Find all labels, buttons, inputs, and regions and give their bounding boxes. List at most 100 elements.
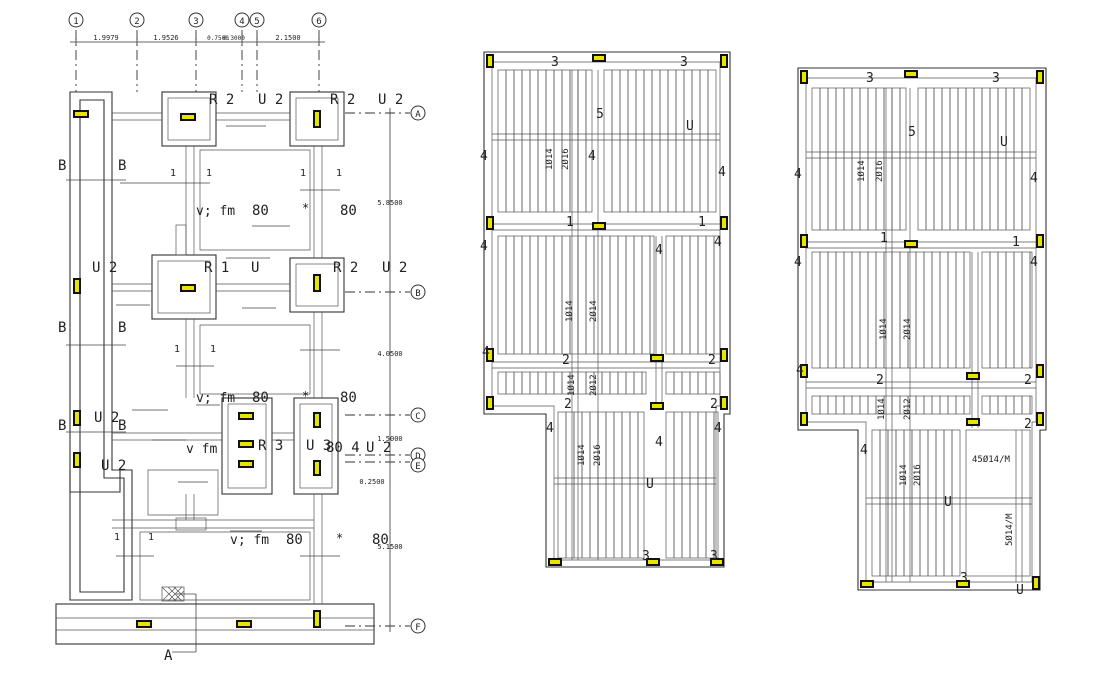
label-u2-c1: U 2 — [94, 410, 119, 426]
slab-plan-1: 3 3 5 4 4 4 U 1 1 4 4 4 2 2 4 2 2 4 4 4 … — [480, 51, 731, 568]
label-1-f: 1 — [210, 344, 216, 355]
slab1-label-1a: 1 — [566, 215, 574, 230]
slab1-columns — [486, 54, 728, 566]
drain-hatch — [161, 586, 185, 602]
slab2-label-2b: 2 — [1024, 373, 1032, 388]
label-vfm-1: v; fm — [196, 204, 235, 219]
slab1-label-3b: 3 — [680, 55, 688, 70]
slab-plan-2: 3 3 5 4 4 U 1 1 4 4 2 2 4 2 4 U U 3 1Ø14… — [794, 67, 1047, 598]
label-1-d: 1 — [336, 168, 342, 179]
label-r1-b3: R 1 — [204, 260, 229, 276]
grid-number-1: 1 — [73, 17, 78, 27]
ground-beam — [55, 603, 375, 645]
slab1-label-4g: 4 — [482, 345, 490, 360]
slab2-bar-m14: 5Ø14/M — [1004, 513, 1015, 546]
slab2-bar-d14-d: 1Ø14 — [898, 464, 909, 486]
grid-bubble-5: 5 — [249, 12, 265, 28]
slab2-label-3c: 3 — [960, 571, 968, 586]
dim-right-4: 0.2500 — [359, 478, 384, 486]
slab2-label-2c: 2 — [1024, 417, 1032, 432]
grid-number-5: 5 — [254, 17, 259, 27]
dim-top-4: 0.3000 — [223, 35, 245, 42]
grid-letter-b: B — [415, 289, 420, 299]
dim-top-5: 2.1500 — [275, 34, 300, 42]
footing-a3 — [161, 91, 217, 147]
slab1-bar-d12-c: 2Ø12 — [588, 374, 599, 396]
slab2-label-4c: 4 — [794, 255, 802, 270]
slab1-label-2d: 2 — [710, 397, 718, 412]
slab1-label-4b: 4 — [588, 149, 596, 164]
label-u3-c: U 3 — [306, 438, 331, 454]
slab2-label-1a: 1 — [880, 231, 888, 246]
label-b-1: B — [58, 158, 66, 174]
label-vfm-4: v; fm — [230, 533, 269, 548]
slab2-bar-d12-c: 2Ø12 — [902, 398, 913, 420]
grid-letter-d: D — [415, 452, 420, 462]
slab1-label-3c: 3 — [642, 549, 650, 564]
label-80-5: 80 — [372, 532, 389, 548]
slab2-label-u2: U — [944, 495, 952, 510]
dim-top-1: 1.9979 — [93, 34, 118, 42]
grid-bubble-b: B — [410, 284, 426, 300]
grid-number-4: 4 — [239, 17, 244, 27]
dim-right-2: 4.0500 — [377, 350, 402, 358]
label-1-e: 1 — [174, 344, 180, 355]
footing-a6 — [289, 91, 345, 147]
slab2-label-4d: 4 — [1030, 255, 1038, 270]
grid-bubble-c: C — [410, 407, 426, 423]
label-80-6: 80 — [286, 532, 303, 548]
slab2-label-4e: 4 — [796, 363, 804, 378]
grid-bubble-1: 1 — [68, 12, 84, 28]
grid-bubble-a: A — [410, 105, 426, 121]
label-1-h: 1 — [148, 532, 154, 543]
dim-top-2: 1.9526 — [153, 34, 178, 42]
label-1-c: 1 — [300, 168, 306, 179]
grid-number-3: 3 — [193, 17, 198, 27]
foundation-plan: 1 2 3 4 5 6 1.9979 1.9526 0.7500 0.3000 … — [55, 12, 426, 664]
dim-top-3: 0.7500 — [207, 35, 229, 42]
grid-bubble-4: 4 — [234, 12, 250, 28]
label-star-1: * — [302, 201, 309, 215]
dim-right-3: 1.5000 — [377, 435, 402, 443]
label-u2-b1: U 2 — [92, 260, 117, 276]
slab2-label-3a: 3 — [866, 71, 874, 86]
slab2-bar-d14-c: 1Ø14 — [876, 398, 887, 420]
footing-c6 — [293, 397, 339, 495]
slab1-label-3a: 3 — [551, 55, 559, 70]
slab1-label-4c: 4 — [718, 165, 726, 180]
slab2-columns — [800, 70, 1044, 590]
slab1-label-2b: 2 — [708, 353, 716, 368]
grid-bubble-f: F — [410, 618, 426, 634]
slab2-label-4b: 4 — [1030, 171, 1038, 186]
wall-outline-left — [69, 91, 133, 601]
grid-letter-a: A — [415, 110, 421, 120]
label-1-b: 1 — [206, 168, 212, 179]
grid-number-6: 6 — [316, 17, 321, 27]
slab1-label-3d: 3 — [710, 549, 718, 564]
slab1-label-2a: 2 — [562, 353, 570, 368]
slab1-label-4f: 4 — [714, 235, 722, 250]
grid-number-2: 2 — [134, 17, 139, 27]
slab2-label-u3: U — [1016, 583, 1024, 598]
slab1-label-1b: 1 — [698, 215, 706, 230]
label-star-3: * — [336, 531, 343, 545]
label-r2-b6: R 2 — [333, 260, 358, 276]
slab2-label-4f: 4 — [860, 443, 868, 458]
dim-right-1: 5.8500 — [377, 199, 402, 207]
slab1-bar-d14-a: 1Ø14 — [544, 148, 555, 170]
slab2-bar-d14b-b: 2Ø14 — [902, 318, 913, 340]
slab1-bar-d14-d: 1Ø14 — [576, 444, 587, 466]
slab1-bar-d14b-b: 2Ø14 — [588, 300, 599, 322]
slab2-label-1b: 1 — [1012, 235, 1020, 250]
label-80-4: 80 — [340, 390, 357, 406]
label-r3-c: R 3 — [258, 438, 283, 454]
label-80-1: 80 — [252, 203, 269, 219]
slab2-label-4a: 4 — [794, 167, 802, 182]
slab2-label-2a: 2 — [876, 373, 884, 388]
slab1-label-5: 5 — [596, 107, 604, 122]
label-r2-a6: R 2 — [330, 92, 355, 108]
footing-c-combined — [221, 397, 273, 495]
label-star-2: * — [302, 389, 309, 403]
label-u2-a6: U 2 — [378, 92, 403, 108]
